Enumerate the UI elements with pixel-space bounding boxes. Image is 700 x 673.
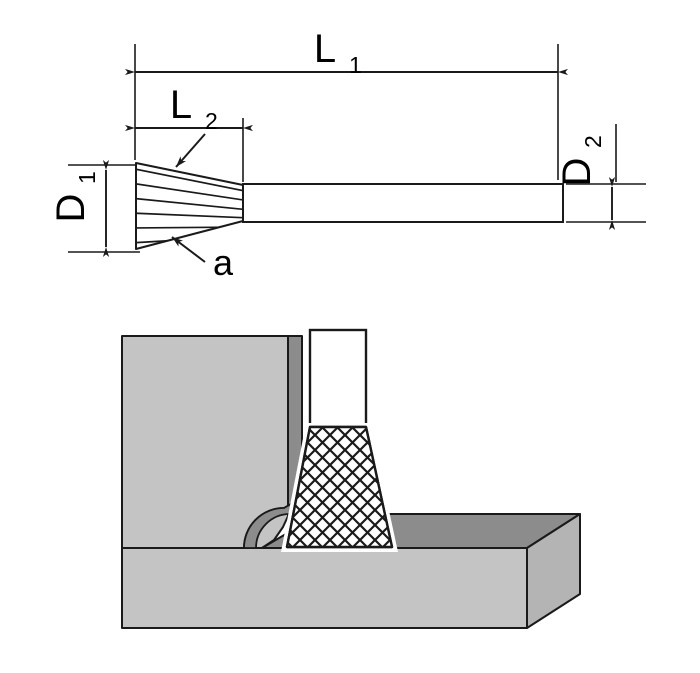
leader-line-a-lower <box>171 236 206 263</box>
dimension-label-D2-group: D 2 <box>555 135 606 186</box>
workpiece-horizontal-arm-face <box>121 547 528 629</box>
angle-label-a: a <box>213 242 234 283</box>
dimension-D1: D 1 <box>49 160 110 257</box>
dimension-label-D1-group: D 1 <box>49 171 100 222</box>
dimension-label-D1-subscript: 1 <box>74 171 100 184</box>
workpiece-horizontal-arm-end-face <box>526 513 581 629</box>
top-dimensioned-profile-view: L 1 L 2 D 1 D 2 <box>49 27 646 283</box>
dimension-label-L2-subscript: 2 <box>205 108 218 134</box>
dimension-label-D2-base: D <box>555 158 599 187</box>
flute-line <box>136 167 243 193</box>
dimension-label-L1-base: L <box>314 27 336 71</box>
bottom-application-view <box>121 328 581 629</box>
tool-shank-top-view <box>242 183 564 223</box>
dimension-L1: L 1 <box>125 27 568 78</box>
tool-shank-bottom-view <box>308 328 368 430</box>
dimension-D2: D 2 <box>555 135 616 230</box>
dimension-label-D2-subscript: 2 <box>580 135 606 148</box>
dimension-label-L1-subscript: 1 <box>349 52 362 78</box>
dimension-label-D1-base: D <box>49 194 93 223</box>
dimension-label-L2-base: L <box>170 83 192 127</box>
flute-line <box>136 197 243 211</box>
flute-line <box>136 212 243 219</box>
leader-line-a-upper <box>175 133 206 168</box>
dimension-L2: L 2 <box>125 83 253 134</box>
tool-cutting-head-bottom-view <box>281 423 398 552</box>
cutting-head-outline-overlay <box>285 425 394 549</box>
angle-callouts: a <box>171 133 234 283</box>
flute-line <box>136 182 243 202</box>
